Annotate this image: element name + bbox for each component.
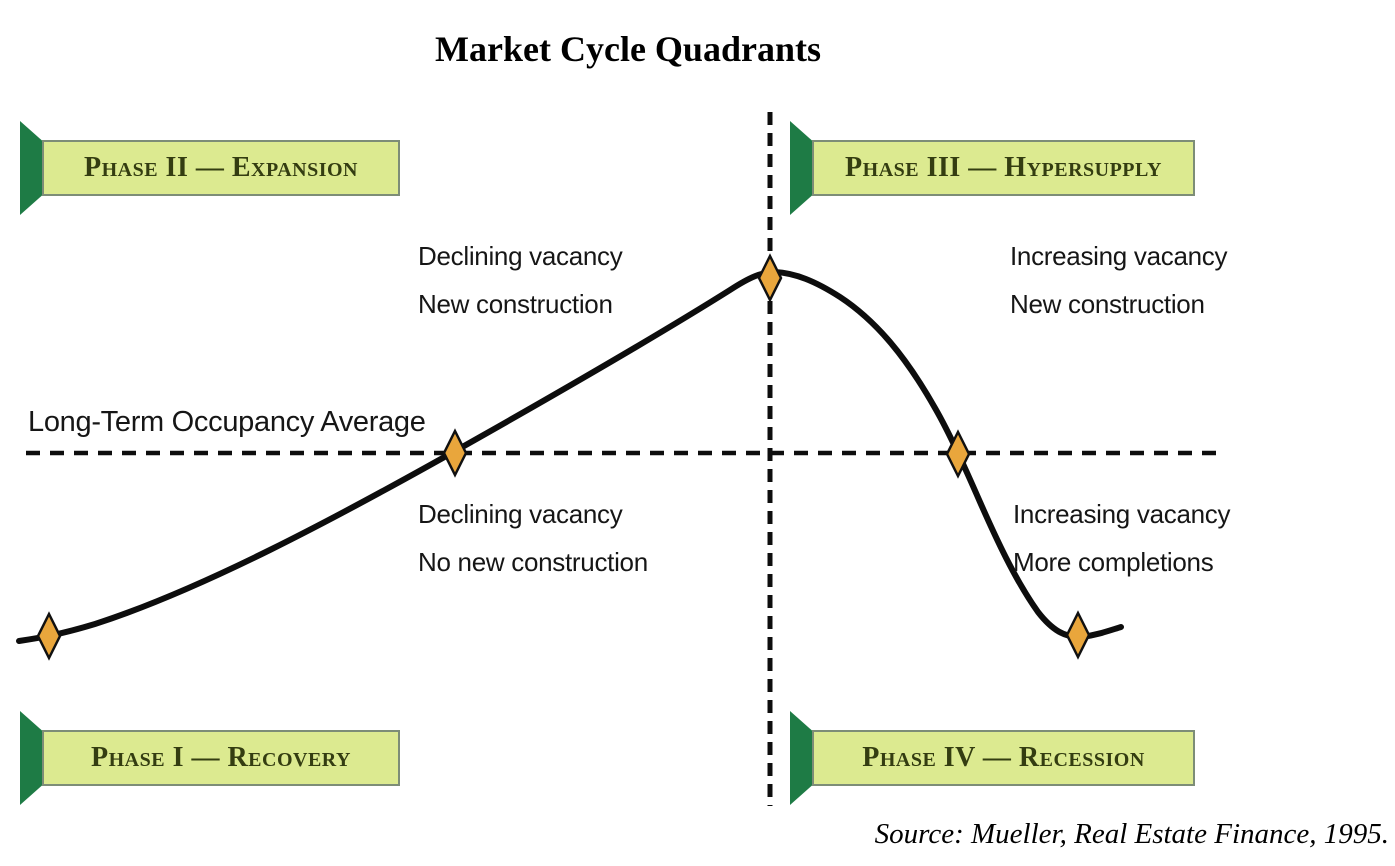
occupancy-average-label: Long-Term Occupancy Average	[28, 406, 426, 438]
phase-banner-label: Phase IV — Recession	[862, 742, 1145, 773]
page-title: Market Cycle Quadrants	[435, 29, 821, 69]
phase-banner-box: Phase I — Recovery	[42, 730, 400, 786]
annotation-line: Increasing vacancy	[1010, 241, 1228, 271]
marker-recession-crossover	[945, 429, 971, 479]
annotation-line: No new construction	[418, 547, 648, 577]
annotation-line: New construction	[1010, 289, 1205, 319]
phase-banner-label: Phase III — Hypersupply	[845, 152, 1162, 183]
phase-banner-label: Phase II — Expansion	[83, 152, 358, 183]
source-citation: Source: Mueller, Real Estate Finance, 19…	[874, 818, 1389, 850]
marker-cycle-trough	[1065, 610, 1091, 660]
market-cycle-curve	[16, 268, 1124, 644]
annotation-line: Increasing vacancy	[1013, 499, 1231, 529]
annotation-line: Declining vacancy	[418, 499, 623, 529]
phase-banner-box: Phase III — Hypersupply	[812, 140, 1195, 196]
annotation-hypersupply: Increasing vacancy New construction	[1010, 232, 1227, 328]
phase-banner-label: Phase I — Recovery	[91, 742, 351, 773]
annotation-line: Declining vacancy	[418, 241, 623, 271]
annotation-line: More completions	[1013, 547, 1214, 577]
annotation-expansion: Declining vacancy New construction	[418, 232, 623, 328]
marker-recovery-start	[36, 611, 62, 661]
annotation-recession: Increasing vacancy More completions	[1013, 490, 1230, 586]
marker-expansion-crossover	[442, 428, 468, 478]
phase-banner-box: Phase II — Expansion	[42, 140, 400, 196]
annotation-recovery: Declining vacancy No new construction	[418, 490, 648, 586]
annotation-line: New construction	[418, 289, 613, 319]
marker-cycle-peak	[757, 253, 783, 303]
phase-banner-box: Phase IV — Recession	[812, 730, 1195, 786]
